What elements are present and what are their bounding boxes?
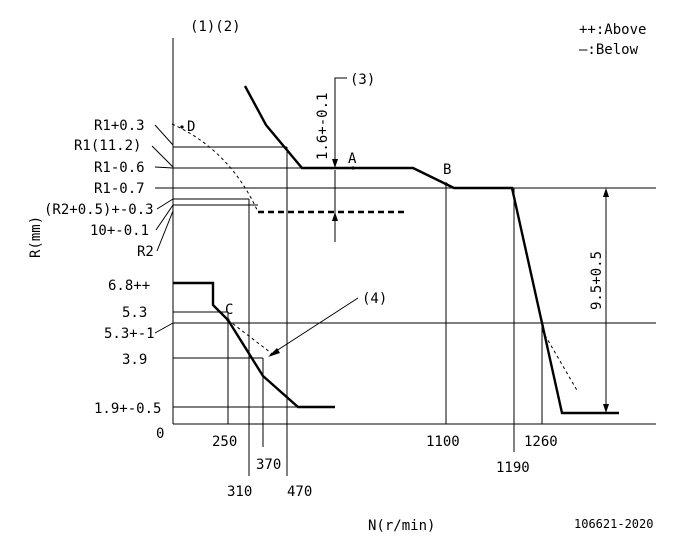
label-r2: R2: [137, 244, 154, 260]
leader-ten: [155, 204, 174, 231]
label-r2-plus: (R2+0.5)+-0.3: [44, 202, 154, 218]
point-d-marker: [180, 125, 184, 129]
label-r1-minus06: R1-0.6: [94, 160, 145, 176]
leader-r2-plus: [156, 198, 174, 210]
dim-1-6-arrow-bottom: [332, 212, 338, 221]
x-label-250: 250: [212, 434, 237, 450]
x-label-1260: 1260: [524, 434, 558, 450]
callout-4-label: (4): [362, 291, 387, 307]
x-label-1100: 1100: [426, 434, 460, 450]
label-6-8: 6.8++: [108, 278, 150, 294]
x-label-1190: 1190: [496, 460, 530, 476]
dim-1-6-text: 1.6+-0.1: [315, 93, 331, 160]
x-label-470: 470: [287, 484, 312, 500]
drawing-code: 106621-2020: [574, 517, 653, 531]
point-a-label: A: [348, 151, 357, 167]
leader-r2: [156, 210, 174, 252]
label-r1: R1(11.2): [74, 138, 141, 154]
callout-4-arrow: [268, 348, 280, 357]
leader-r1-plus: [154, 124, 174, 146]
y-axis-label: R(mm): [28, 216, 44, 258]
point-d-label: D: [187, 119, 195, 135]
params-label: (1)(2): [190, 19, 241, 35]
callout-4-leader: [269, 297, 359, 356]
label-ten: 10+-0.1: [90, 223, 149, 239]
label-3-9: 3.9: [122, 352, 147, 368]
x-label-370: 370: [256, 457, 281, 473]
point-c-label: C: [225, 302, 233, 318]
dim-9-5-arrow-top: [603, 188, 609, 197]
label-5-3-tol: 5.3+-1: [104, 326, 155, 342]
callout-3-label: (3): [350, 72, 375, 88]
point-b-marker: [444, 182, 448, 186]
point-b-label: B: [443, 162, 451, 178]
legend-below: —:Below: [579, 42, 639, 58]
dashed-curve-lower: [227, 319, 276, 357]
lower-characteristic-curve: [173, 281, 335, 409]
x-axis-label: N(r/min): [368, 518, 435, 534]
dim-9-5-arrow-bottom: [603, 404, 609, 413]
label-r1-plus: R1+0.3: [94, 118, 145, 134]
leader-5-3-tol: [154, 322, 174, 334]
dashed-curve-right: [541, 329, 579, 393]
leader-r1-minus06: [154, 166, 174, 169]
legend-above: ++:Above: [579, 22, 646, 38]
point-a-marker: [351, 166, 355, 170]
label-5-3: 5.3: [122, 305, 147, 321]
main-characteristic-curve: [243, 85, 619, 415]
dim-9-5-text: 9.5+0.5: [589, 251, 605, 310]
label-r1-minus07: R1-0.7: [94, 181, 145, 197]
origin-label: 0: [156, 426, 164, 442]
label-1-9: 1.9+-0.5: [94, 401, 161, 417]
dashed-curve-upper: [171, 123, 259, 213]
callout-3-leader: [334, 77, 347, 160]
leader-r1: [151, 145, 174, 168]
point-c-marker: [226, 318, 230, 322]
x-label-310: 310: [227, 484, 252, 500]
dim-1-6-arrow-top: [332, 159, 338, 168]
